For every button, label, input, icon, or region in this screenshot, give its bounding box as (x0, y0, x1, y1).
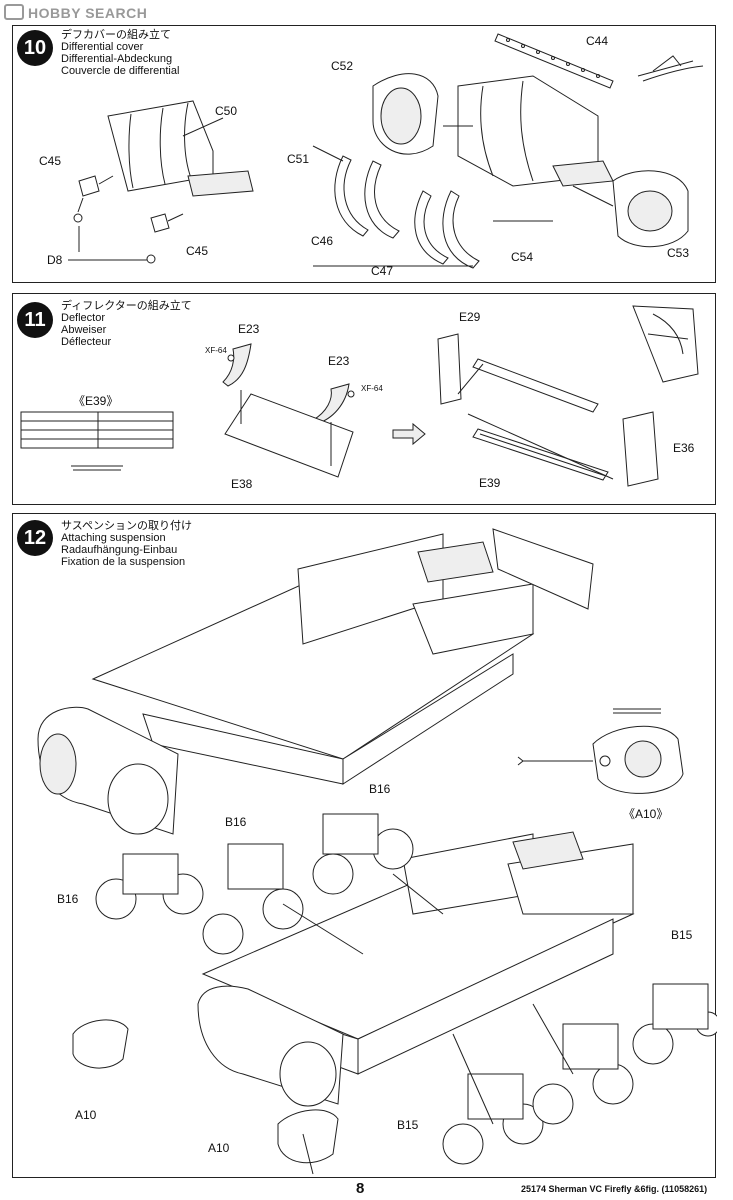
label-xf64-right: XF-64 (361, 384, 383, 393)
product-code: 25174 Sherman VC Firefly &6fig. (1105826… (521, 1184, 708, 1194)
label-a10-bottom: A10 (208, 1141, 230, 1155)
label-b16-middle: B16 (225, 815, 247, 829)
step-11-title-en: Deflector (61, 312, 106, 324)
step-11-title-fr: Déflecteur (61, 336, 112, 348)
c44-holes (506, 38, 600, 78)
label-b15-bottom: B15 (397, 1118, 419, 1132)
label-xf64-left: XF-64 (205, 346, 227, 355)
step-10-title-fr: Couvercle de differential (61, 65, 180, 77)
label-e23-left: E23 (238, 322, 260, 336)
step-10-diagram (68, 33, 704, 269)
step-10-title-de: Differential-Abdeckung (61, 53, 173, 65)
label-c45-right: C45 (186, 244, 209, 258)
label-c51: C51 (287, 152, 310, 166)
step-11-title-ja: ディフレクターの組み立て (61, 300, 192, 312)
watermark: HOBBY SEARCH (4, 4, 147, 21)
label-e36: E36 (673, 441, 695, 455)
watermark-logo-icon (4, 4, 24, 20)
label-e39: E39 (479, 476, 501, 490)
watermark-text: HOBBY SEARCH (28, 5, 148, 21)
step-12-title-ja: サスペンションの取り付け (61, 520, 193, 532)
step-10-title-ja: デフカバーの組み立て (61, 29, 171, 41)
step-10-panel: 10 デフカバーの組み立て Differential cover Differe… (12, 25, 716, 283)
step-12-diagram (37, 528, 717, 1175)
label-c50: C50 (215, 104, 238, 118)
step-11-panel: 11 ディフレクターの組み立て Deflector Abweiser Défle… (12, 293, 716, 505)
label-b15-right: B15 (671, 928, 693, 942)
label-e29: E29 (459, 310, 481, 324)
label-c46: C46 (311, 234, 334, 248)
bogie-group (95, 813, 717, 1165)
step-10-titles: デフカバーの組み立て Differential cover Differenti… (61, 29, 179, 77)
label-c45-left: C45 (39, 154, 62, 168)
label-e39-reference: 《E39》 (73, 394, 119, 408)
step-12-title-de: Radaufhängung-Einbau (61, 544, 178, 556)
step-10-title-en: Differential cover (61, 41, 144, 53)
label-c44: C44 (586, 34, 609, 48)
label-a10-left: A10 (75, 1108, 97, 1122)
label-d8: D8 (47, 253, 63, 267)
step-12-titles: サスペンションの取り付け Attaching suspension Radauf… (61, 520, 192, 568)
label-e38: E38 (231, 477, 253, 491)
step-12-number: 12 (17, 520, 53, 556)
step-11-titles: ディフレクターの組み立て Deflector Abweiser Déflecte… (61, 300, 192, 348)
step-12-title-fr: Fixation de la suspension (61, 556, 186, 568)
label-c47: C47 (371, 264, 394, 278)
step-12-title-en: Attaching suspension (61, 532, 166, 544)
label-e23-right: E23 (328, 354, 350, 368)
step-10-number: 10 (17, 30, 53, 66)
label-c52: C52 (331, 59, 354, 73)
label-c53: C53 (667, 246, 690, 260)
label-b16-left: B16 (57, 892, 79, 906)
step-11-number: 11 (17, 302, 53, 338)
step-12-panel: 12 サスペンションの取り付け Attaching suspension Rad… (12, 513, 717, 1178)
step-11-diagram (20, 305, 699, 487)
label-c54: C54 (511, 250, 534, 264)
label-b16-top: B16 (369, 782, 391, 796)
page-number: 8 (356, 1180, 365, 1197)
label-a10-reference: 《A10》 (623, 807, 669, 821)
step-11-title-de: Abweiser (61, 324, 107, 336)
